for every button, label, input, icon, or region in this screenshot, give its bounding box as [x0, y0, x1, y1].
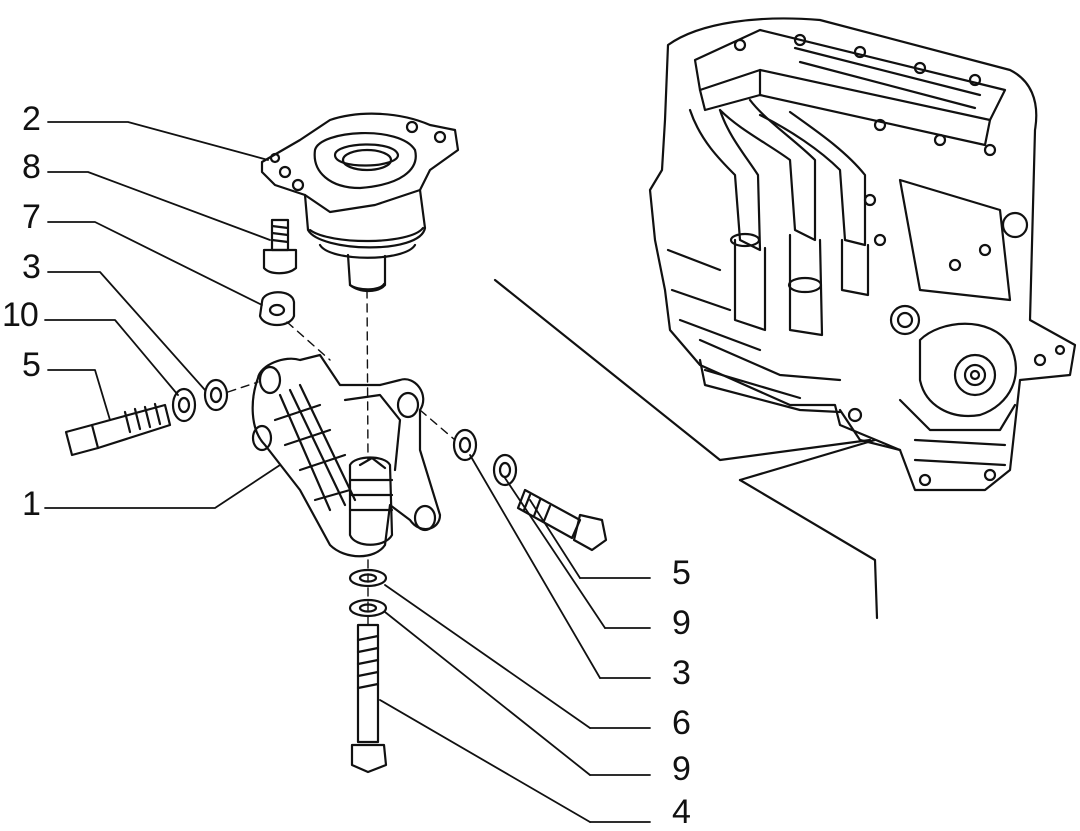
bottom-bolt-part [350, 623, 388, 774]
right-washers [452, 428, 518, 487]
callout-4: 4 [672, 793, 691, 831]
top-bolt-part [262, 218, 298, 275]
assembly-axes [227, 289, 456, 626]
callout-3-left: 3 [22, 248, 41, 286]
nut-part [258, 291, 296, 327]
callout-5-left: 5 [22, 346, 41, 384]
left-bolt-part [64, 402, 172, 457]
right-bolt-part [516, 488, 608, 552]
callout-9-bottom: 9 [672, 750, 691, 788]
engine-block-illustration [648, 17, 1077, 492]
callout-6: 6 [672, 704, 691, 742]
callout-10: 10 [2, 296, 39, 334]
callout-2: 2 [22, 100, 41, 138]
top-mount-part [260, 112, 460, 293]
engine-location-pointer [493, 278, 879, 620]
callout-9-right: 9 [672, 604, 691, 642]
bracket-part [251, 353, 442, 558]
callout-5-right: 5 [672, 554, 691, 592]
left-washers [171, 378, 229, 423]
leader-lines [44, 121, 651, 823]
callout-3-right: 3 [672, 654, 691, 692]
callout-7: 7 [22, 198, 41, 236]
callout-1: 1 [22, 485, 41, 523]
callout-8: 8 [22, 148, 41, 186]
